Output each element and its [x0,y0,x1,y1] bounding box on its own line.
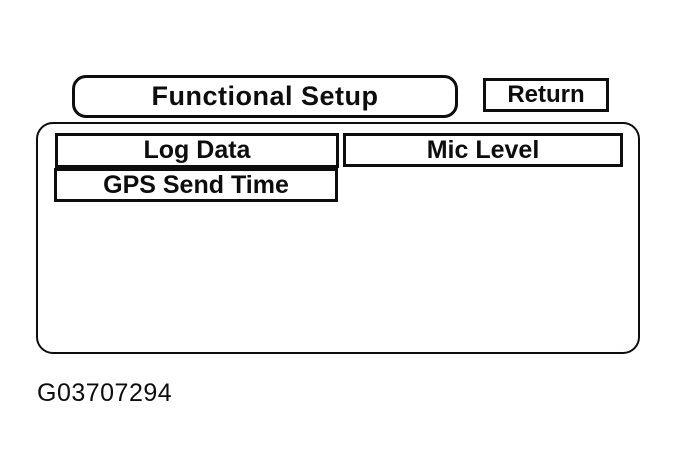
log-data-button-label: Log Data [143,136,251,164]
figure-id-label: G03707294 [37,379,173,407]
page-title: Functional Setup [151,81,379,111]
mic-level-button-label: Mic Level [426,135,540,164]
return-button[interactable]: Return [483,78,609,112]
gps-send-time-button[interactable]: GPS Send Time [54,168,338,202]
return-button-label: Return [507,81,585,108]
mic-level-button[interactable]: Mic Level [343,133,623,167]
log-data-button[interactable]: Log Data [55,133,339,168]
page-title-box: Functional Setup [72,75,458,118]
gps-send-time-button-label: GPS Send Time [103,170,289,199]
